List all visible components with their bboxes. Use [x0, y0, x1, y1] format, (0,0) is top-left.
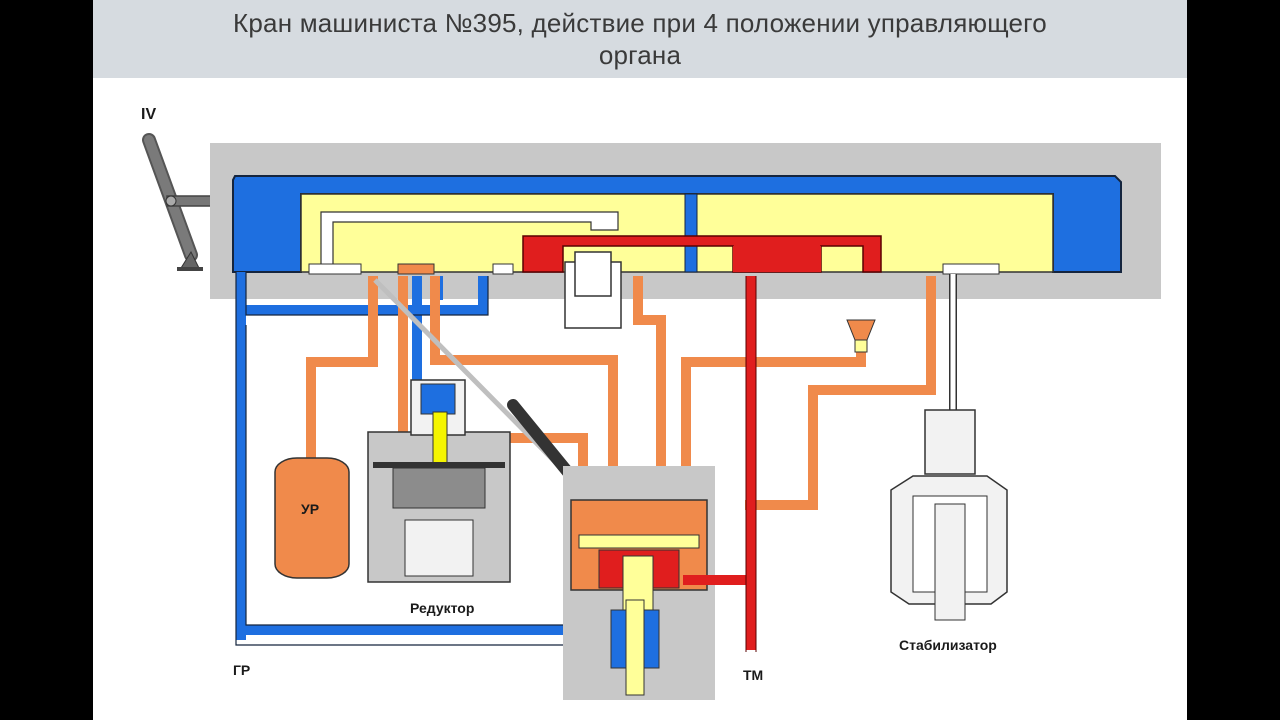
stabilizer-label: Стабилизатор: [899, 637, 997, 653]
page-title-continued: органа: [598, 40, 682, 70]
ur-label: УР: [301, 501, 320, 517]
page-title: Кран машиниста №395, действие при 4 поло…: [233, 8, 1047, 38]
main-reservoir-pipes: [236, 272, 601, 640]
rotary-spool: [300, 193, 1054, 273]
brake-line-pipes: [683, 276, 756, 650]
reductor-label: Редуктор: [410, 600, 475, 616]
crane-diagram: [142, 133, 1161, 700]
check-valve: [846, 319, 876, 353]
equalizing-reservoir: [274, 457, 350, 579]
stabilizer: [890, 274, 1008, 621]
gr-label: ГР: [233, 662, 251, 678]
position-label: IV: [141, 106, 157, 123]
title-bar: Кран машиниста №395, действие при 4 поло…: [93, 0, 1187, 78]
tm-label: ТМ: [743, 667, 764, 683]
reductor: [367, 379, 511, 583]
slide: Кран машиниста №395, действие при 4 поло…: [93, 0, 1187, 720]
